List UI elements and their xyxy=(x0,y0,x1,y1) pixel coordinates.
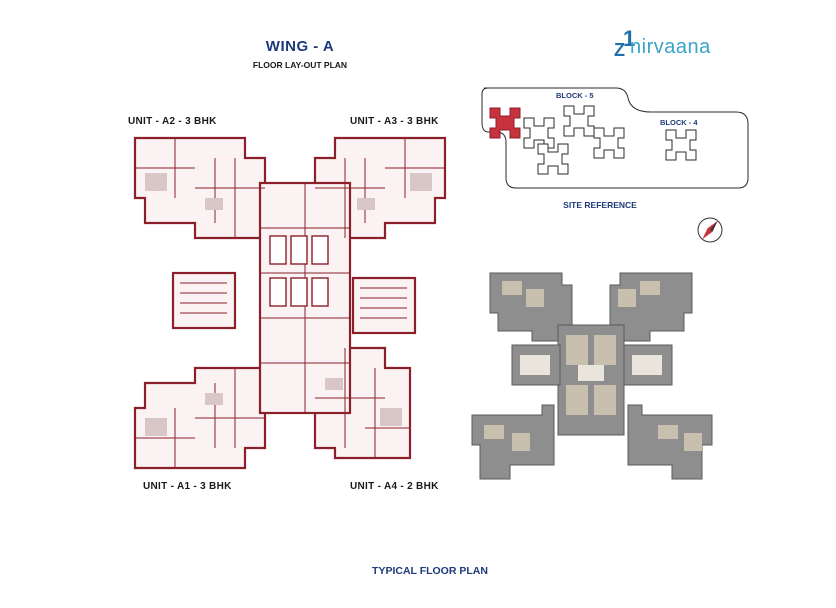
unit-a4-label: UNIT - A4 - 2 BHK xyxy=(350,481,439,492)
logo-name: nirvaana xyxy=(630,36,711,58)
compass-icon xyxy=(697,217,723,243)
site-reference-caption: SITE REFERENCE xyxy=(563,200,637,210)
staircase-left xyxy=(171,271,237,330)
unit-a2-label: UNIT - A2 - 3 BHK xyxy=(128,116,217,127)
site-reference-map xyxy=(481,87,749,189)
unit-a3-label: UNIT - A3 - 3 BHK xyxy=(350,116,439,127)
floor-layout-subtitle: FLOOR LAY-OUT PLAN xyxy=(252,60,348,70)
logo-mark-z: Z xyxy=(614,40,625,60)
block-4-label: BLOCK - 4 xyxy=(660,118,698,127)
floor-plan-3d-render xyxy=(471,272,713,480)
brand-logo: 1 Z nirvaana xyxy=(614,26,754,66)
logo-mark-one: 1 xyxy=(623,26,636,51)
floor-plan-drawing xyxy=(133,136,447,470)
highlighted-wing-a xyxy=(489,107,521,139)
staircase-right xyxy=(351,276,417,335)
block-5-label: BLOCK - 5 xyxy=(556,91,594,100)
wing-title: WING - A xyxy=(265,38,335,55)
unit-a1-label: UNIT - A1 - 3 BHK xyxy=(143,481,232,492)
typical-floor-plan-title: TYPICAL FLOOR PLAN xyxy=(372,565,488,577)
